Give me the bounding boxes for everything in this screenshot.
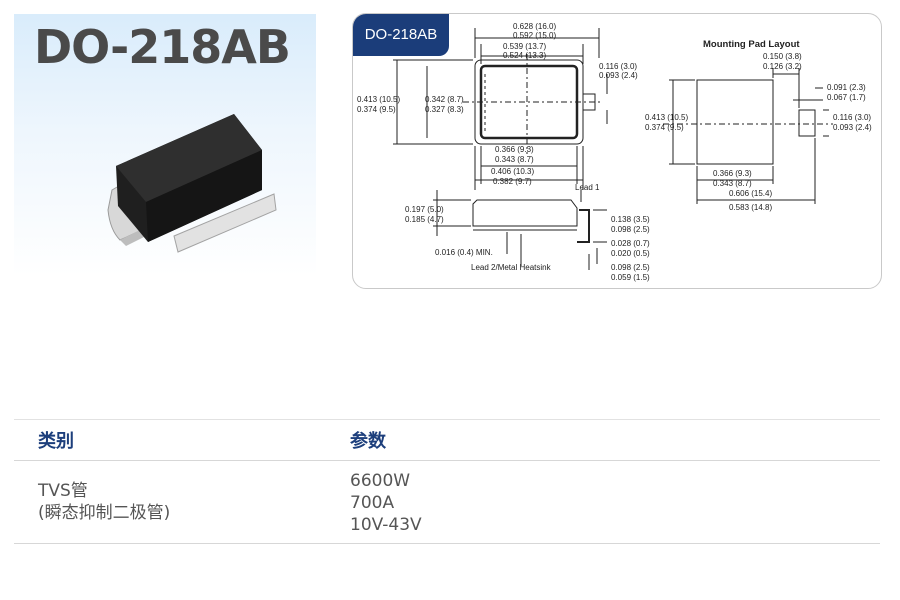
dim-outer-bottom-max: 0.406 (10.3) bbox=[491, 167, 534, 176]
dim-lead-thickness-min: 0.020 (0.5) bbox=[611, 249, 650, 258]
dim-pad-small-width-max: 0.091 (2.3) bbox=[827, 83, 866, 92]
dim-height-max: 0.413 (10.5) bbox=[357, 95, 400, 104]
dim-pad-small-height-max: 0.116 (3.0) bbox=[833, 113, 871, 122]
dim-tab-min: 0.093 (2.4) bbox=[599, 71, 638, 80]
dim-lead-height-max: 0.138 (3.5) bbox=[611, 215, 650, 224]
param-voltage: 10V-43V bbox=[350, 515, 422, 535]
dim-pad-total-min: 0.583 (14.8) bbox=[729, 203, 772, 212]
dim-body-min: 0.524 (13.3) bbox=[503, 51, 546, 60]
dim-side-height-min: 0.185 (4.7) bbox=[405, 215, 444, 224]
dim-body-max: 0.539 (13.7) bbox=[503, 42, 546, 51]
dimension-drawing: 0.628 (16.0) 0.592 (15.0) 0.539 (13.7) 0… bbox=[357, 22, 872, 282]
dim-height-min: 0.374 (9.5) bbox=[357, 105, 396, 114]
dim-width-max: 0.628 (16.0) bbox=[513, 22, 556, 31]
mounting-pad-title: Mounting Pad Layout bbox=[703, 39, 800, 50]
header-category: 类别 bbox=[38, 431, 74, 452]
product-title: DO-218AB bbox=[34, 20, 291, 74]
dim-pad-total-max: 0.606 (15.4) bbox=[729, 189, 772, 198]
dim-body-height-max: 0.342 (8.7) bbox=[425, 95, 464, 104]
dim-pad-small-width-min: 0.067 (1.7) bbox=[827, 93, 866, 102]
dim-lead-thickness-max: 0.028 (0.7) bbox=[611, 239, 650, 248]
dim-pad-gap-max: 0.150 (3.8) bbox=[763, 52, 802, 61]
dim-outer-bottom-min: 0.382 (9.7) bbox=[493, 177, 532, 186]
table-header-rule bbox=[14, 460, 880, 461]
label-lead-1: Lead 1 bbox=[575, 183, 600, 192]
param-current: 700A bbox=[350, 493, 395, 513]
param-power: 6600W bbox=[350, 471, 411, 491]
dim-lead-length-min: 0.059 (1.5) bbox=[611, 273, 650, 282]
dim-pad-small-height-min: 0.093 (2.4) bbox=[833, 123, 872, 132]
dim-gap-min: 0.016 (0.4) MIN. bbox=[435, 248, 493, 257]
dim-inner-bottom-max: 0.366 (9.3) bbox=[495, 145, 534, 154]
dim-pad-height-min: 0.374 (9.5) bbox=[645, 123, 684, 132]
dimension-drawing-panel: 0.628 (16.0) 0.592 (15.0) 0.539 (13.7) 0… bbox=[352, 13, 882, 289]
dim-side-height-max: 0.197 (5.0) bbox=[405, 205, 444, 214]
category-line-2: (瞬态抑制二极管) bbox=[38, 503, 171, 523]
dim-tab-max: 0.116 (3.0) bbox=[599, 62, 637, 71]
dim-lead-length-max: 0.098 (2.5) bbox=[611, 263, 650, 272]
table-top-rule bbox=[14, 419, 880, 420]
header-parameters: 参数 bbox=[350, 431, 386, 452]
dim-pad-gap-min: 0.126 (3.2) bbox=[763, 62, 802, 71]
drawing-badge: DO-218AB bbox=[353, 14, 449, 56]
category-line-1: TVS管 bbox=[38, 481, 88, 501]
label-lead-2: Lead 2/Metal Heatsink bbox=[471, 263, 552, 272]
dim-body-height-min: 0.327 (8.3) bbox=[425, 105, 464, 114]
package-photo bbox=[107, 114, 277, 253]
dim-lead-height-min: 0.098 (2.5) bbox=[611, 225, 650, 234]
dim-pad-height-max: 0.413 (10.5) bbox=[645, 113, 688, 122]
dim-pad-width-max: 0.366 (9.3) bbox=[713, 169, 752, 178]
table-bottom-rule bbox=[14, 543, 880, 544]
dim-pad-width-min: 0.343 (8.7) bbox=[713, 179, 752, 188]
dim-width-min: 0.592 (15.0) bbox=[513, 31, 556, 40]
product-hero: DO-218AB bbox=[14, 14, 316, 276]
dim-inner-bottom-min: 0.343 (8.7) bbox=[495, 155, 534, 164]
